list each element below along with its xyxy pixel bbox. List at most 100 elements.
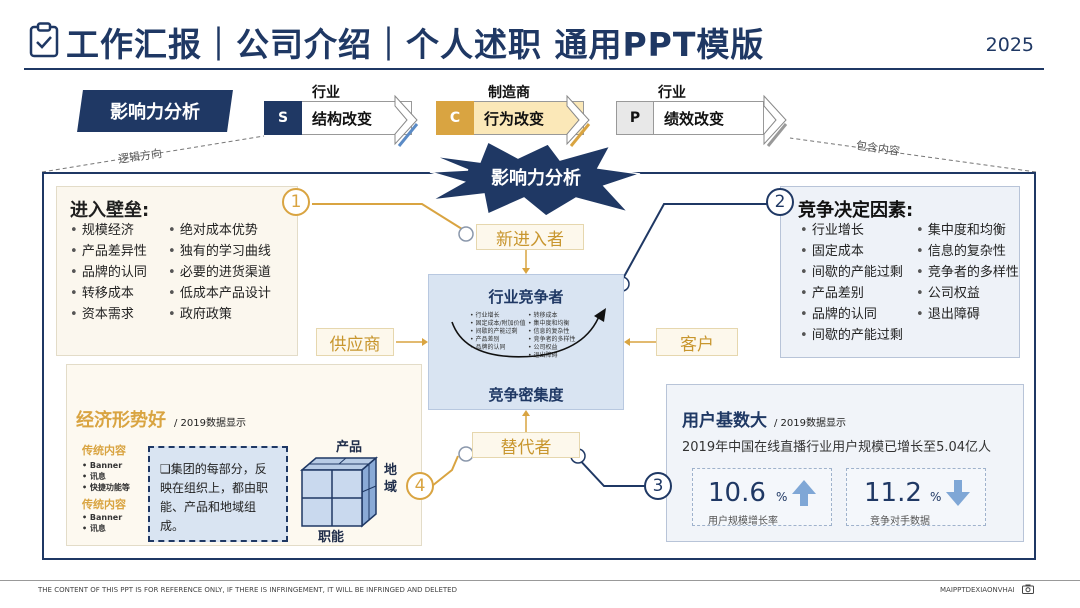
- entry-barriers-title: 进入壁垒:: [70, 200, 150, 221]
- group-1-title: 传统内容: [82, 444, 126, 457]
- center-mini-list-2: 转移成本 集中度和均衡 信息的复杂性 竞争者的多样性 公司权益 退出障碍: [528, 312, 575, 360]
- scp-c-label: 行为改变: [474, 101, 584, 135]
- cube-region-label: 地域: [384, 463, 398, 495]
- chevron-right-icon: [394, 94, 419, 147]
- growth-unit: %: [776, 490, 788, 504]
- page-title: 工作汇报｜公司介绍｜个人述职 通用PPT模版: [66, 25, 765, 64]
- list-item: 必要的进货渠道: [168, 262, 271, 283]
- new-entrant-tag: 新进入者: [476, 224, 584, 250]
- user-base-desc: 2019年中国在线直播行业用户规模已增长至5.04亿人: [682, 440, 992, 455]
- scp-c-box: C 行为改变: [436, 101, 584, 135]
- scp-c-top: 制造商: [488, 85, 530, 101]
- group-2-title: 传统内容: [82, 498, 126, 511]
- list-item: 行业增长: [470, 312, 525, 320]
- list-item: 间歇的产能过剩: [800, 262, 903, 283]
- center-mini-list-1: 行业增长 固定成本/附加价值 间歇的产能过剩 产品差别 品牌的认同: [470, 312, 525, 352]
- competitor-value: 11.2: [864, 478, 922, 508]
- list-item: 绝对成本优势: [168, 220, 271, 241]
- list-item: Banner: [82, 512, 122, 523]
- list-item: 转移成本: [70, 283, 147, 304]
- list-item: Banner: [82, 460, 130, 471]
- list-item: 独有的学习曲线: [168, 241, 271, 262]
- list-item: 集中度和均衡: [528, 320, 575, 328]
- user-base-note: / 2019数据显示: [774, 418, 846, 429]
- year-label: 2025: [985, 34, 1034, 56]
- industry-competitors-box: [428, 274, 624, 410]
- growth-value: 10.6: [708, 478, 766, 508]
- clipboard-icon: [29, 22, 59, 58]
- industry-competitors-title: 行业竞争者: [488, 288, 564, 306]
- list-item: 品牌的认同: [70, 262, 147, 283]
- curved-arrow-icon: [451, 308, 606, 358]
- chevron-right-icon: [763, 94, 788, 147]
- list-item: 产品差别: [800, 283, 903, 304]
- substitute-tag: 替代者: [472, 432, 580, 458]
- group-2-list: Banner 讯息: [82, 512, 122, 534]
- entry-barriers-list-2: 绝对成本优势 独有的学习曲线 必要的进货渠道 低成本产品设计 政府政策: [168, 220, 271, 325]
- list-item: 竞争者的多样性: [916, 262, 1019, 283]
- competition-list-2: 集中度和均衡 信息的复杂性 竞争者的多样性 公司权益 退出障碍: [916, 220, 1019, 325]
- growth-label: 用户规模增长率: [708, 516, 778, 527]
- list-item: 资本需求: [70, 304, 147, 325]
- list-item: 规模经济: [70, 220, 147, 241]
- list-item: 固定成本: [800, 241, 903, 262]
- callout-box: ❑集团的每部分，反映在组织上，都由职能、产品和地域组成。: [148, 446, 288, 542]
- footer-disclaimer: THE CONTENT OF THIS PPT IS FOR REFERENCE…: [38, 586, 457, 594]
- camera-icon: [1022, 584, 1034, 594]
- star-label: 影响力分析: [491, 168, 581, 189]
- scp-p-label: 绩效改变: [654, 101, 764, 135]
- list-item: 讯息: [82, 523, 122, 534]
- step-number-3: 3: [644, 472, 672, 500]
- scp-c-letter: C: [436, 101, 474, 135]
- star-burst-shape: [429, 140, 641, 217]
- list-item: 公司权益: [916, 283, 1019, 304]
- scp-p-box: P 绩效改变: [616, 101, 764, 135]
- competition-list-1: 行业增长 固定成本 间歇的产能过剩 产品差别 品牌的认同 间歇的产能过剩: [800, 220, 903, 346]
- list-item: 快捷功能等: [82, 482, 130, 493]
- list-item: 竞争者的多样性: [528, 336, 575, 344]
- cube-icon: [299, 456, 379, 528]
- economy-note: / 2019数据显示: [174, 418, 246, 429]
- scp-p-top: 行业: [658, 85, 686, 101]
- cube-product-label: 产品: [336, 440, 363, 455]
- scp-s-letter: S: [264, 101, 302, 135]
- arrow-up-icon: [792, 480, 816, 506]
- footer-brand: MAIPPTDEXIAONVHAI: [940, 586, 1015, 594]
- list-item: 退出障碍: [528, 352, 575, 360]
- cube-function-label: 职能: [318, 530, 345, 545]
- step-number-4: 4: [406, 472, 434, 500]
- list-item: 政府政策: [168, 304, 271, 325]
- list-item: 品牌的认同: [800, 304, 903, 325]
- list-item: 退出障碍: [916, 304, 1019, 325]
- scp-s-box: S 结构改变: [264, 101, 412, 135]
- list-item: 品牌的认同: [470, 344, 525, 352]
- list-item: 间歇的产能过剩: [470, 328, 525, 336]
- list-item: 固定成本/附加价值: [470, 320, 525, 328]
- list-item: 转移成本: [528, 312, 575, 320]
- list-item: 讯息: [82, 471, 130, 482]
- scp-s-top: 行业: [312, 85, 340, 101]
- list-item: 产品差异性: [70, 241, 147, 262]
- list-item: 行业增长: [800, 220, 903, 241]
- arrow-down-icon: [946, 480, 970, 506]
- scp-p-letter: P: [616, 101, 654, 135]
- supplier-tag: 供应商: [316, 328, 394, 356]
- stat-card-growth: [692, 468, 832, 526]
- step-number-1: 1: [282, 188, 310, 216]
- competition-factors-title: 竞争决定因素:: [798, 200, 914, 221]
- user-base-title: 用户基数大: [682, 411, 767, 431]
- competitor-unit: %: [930, 490, 942, 504]
- list-item: 公司权益: [528, 344, 575, 352]
- competition-intensity-label: 竞争密集度: [488, 386, 564, 404]
- list-item: 信息的复杂性: [916, 241, 1019, 262]
- entry-barriers-list-1: 规模经济 产品差异性 品牌的认同 转移成本 资本需求: [70, 220, 147, 325]
- list-item: 间歇的产能过剩: [800, 325, 903, 346]
- footer-divider: [0, 580, 1080, 581]
- list-item: 集中度和均衡: [916, 220, 1019, 241]
- list-item: 低成本产品设计: [168, 283, 271, 304]
- step-number-2: 2: [766, 188, 794, 216]
- chevron-right-icon: [566, 94, 591, 147]
- customer-tag: 客户: [656, 328, 738, 356]
- economy-title: 经济形势好: [76, 410, 166, 431]
